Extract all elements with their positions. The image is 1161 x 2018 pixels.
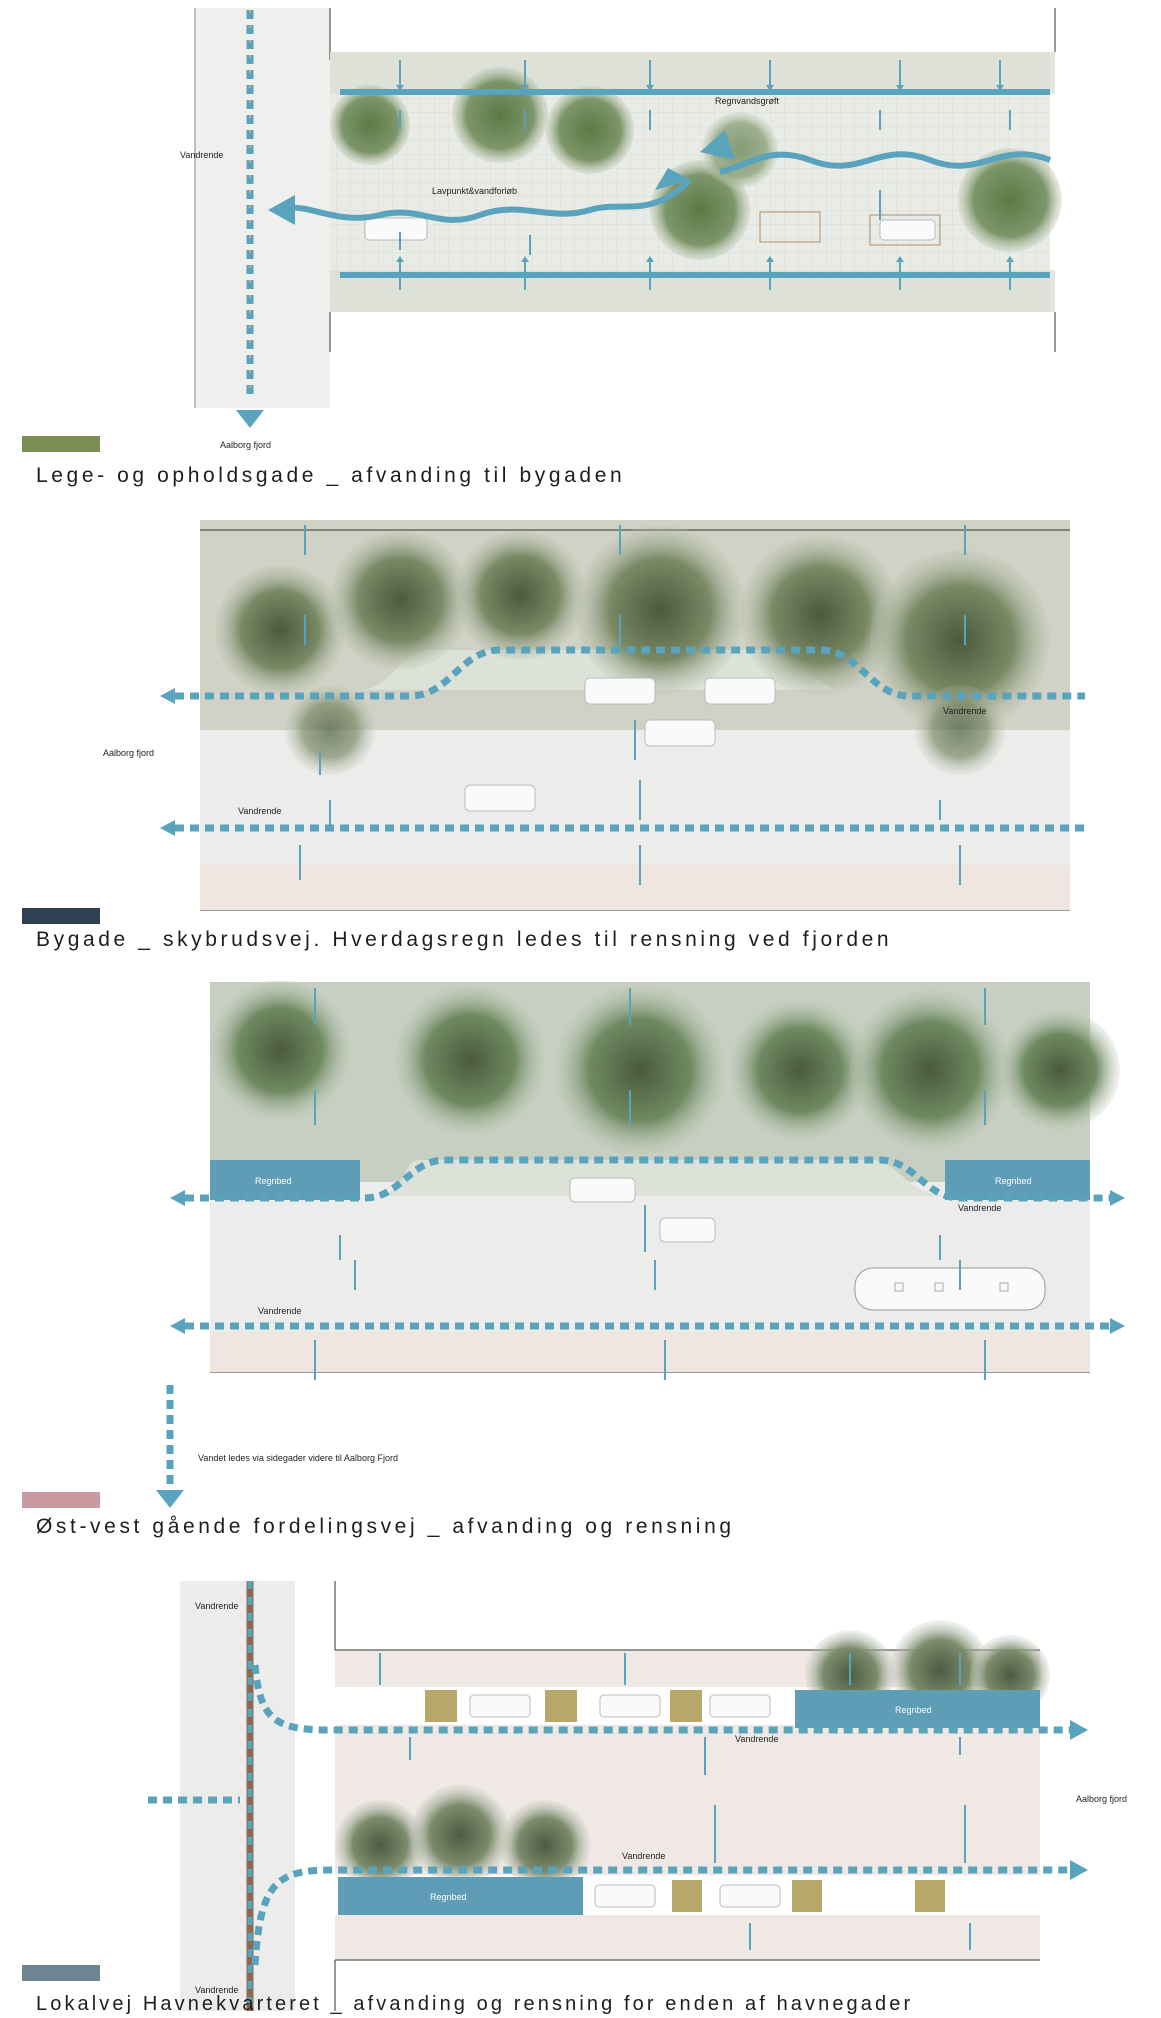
panel-lege-opholdsgade: Vandrende Regnvandsgrøft Lavpunkt&vandfo… xyxy=(0,0,1161,490)
plan-drawing-1: Vandrende Regnvandsgrøft Lavpunkt&vandfo… xyxy=(180,8,1062,450)
tree-canopies xyxy=(210,980,1120,1155)
caption-panel-2: Bygade _ skybrudsvej. Hverdagsregn ledes… xyxy=(36,928,893,951)
label-aalborg-fjord: Aalborg fjord xyxy=(220,440,271,450)
legend-swatch-navy xyxy=(22,908,100,924)
regnbed-left xyxy=(210,1160,360,1200)
regnbed-right xyxy=(945,1160,1090,1200)
label-vandrende-2b: Vandrende xyxy=(943,706,986,716)
plan-drawing-4: Vandrende Vandrende Vandrende Vandrende … xyxy=(148,1581,1127,2011)
plan-drawing-3: Regnbed Regnbed Vandrende Vandrende Vand… xyxy=(156,980,1125,1508)
panel-lokalvej: Vandrende Vandrende Vandrende Vandrende … xyxy=(0,1545,1161,2018)
panel-fordelingsvej: Regnbed Regnbed Vandrende Vandrende Vand… xyxy=(0,960,1161,1545)
label-regnbed-bottom: Regnbed xyxy=(430,1892,467,1902)
label-aalborg-fjord-2: Aalborg fjord xyxy=(103,748,154,758)
label-vandrende-3b: Vandrende xyxy=(958,1203,1001,1213)
label-note: Vandet ledes via sidegader videre til Aa… xyxy=(198,1453,398,1463)
regnbed-top xyxy=(795,1690,1040,1728)
caption-panel-4: Lokalvej Havnekvarteret _ afvanding og r… xyxy=(36,1993,914,2015)
label-regnbed-right: Regnbed xyxy=(995,1176,1032,1186)
label-vandrende-mid-1: Vandrende xyxy=(735,1734,778,1744)
label-regnvandsgroft: Regnvandsgrøft xyxy=(715,96,780,106)
label-regnbed-left: Regnbed xyxy=(255,1176,292,1186)
legend-swatch-slate xyxy=(22,1965,100,1981)
caption-panel-1: Lege- og opholdsgade _ afvanding til byg… xyxy=(36,464,626,487)
label-aalborg-fjord-4: Aalborg fjord xyxy=(1076,1794,1127,1804)
label-vandrende-top: Vandrende xyxy=(195,1601,238,1611)
vertical-road xyxy=(180,1581,295,2011)
label-vandrende-2a: Vandrende xyxy=(238,806,281,816)
legend-swatch-pink xyxy=(22,1492,100,1508)
panel-bygade: Aalborg fjord Vandrende Vandrende Bygade… xyxy=(0,500,1161,960)
label-regnbed-top: Regnbed xyxy=(895,1705,932,1715)
regnbed-bottom xyxy=(338,1877,583,1915)
label-vandrende-mid-2: Vandrende xyxy=(622,1851,665,1861)
legend-swatch-green xyxy=(22,436,100,452)
label-lavpunkt: Lavpunkt&vandforløb xyxy=(432,186,517,196)
caption-panel-3: Øst-vest gående fordelingsvej _ afvandin… xyxy=(36,1515,735,1538)
plan-drawing-2: Aalborg fjord Vandrende Vandrende xyxy=(103,520,1085,911)
label-vandrende-3a: Vandrende xyxy=(258,1306,301,1316)
label-vandrende-bottom: Vandrende xyxy=(195,1985,238,1995)
label-vandrende: Vandrende xyxy=(180,150,223,160)
